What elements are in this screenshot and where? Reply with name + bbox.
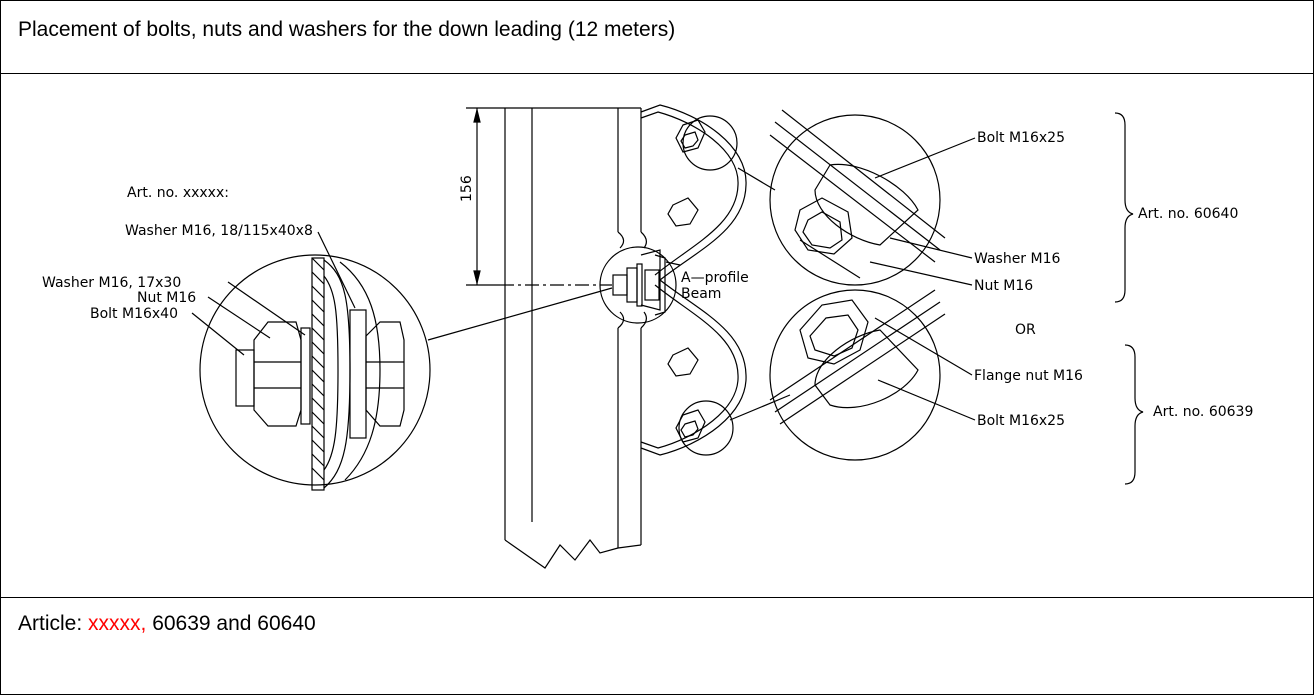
article-line: Article: xxxxx, 60639 and 60640 <box>18 612 316 636</box>
label-right-top-washer: Washer M16 <box>974 251 1060 267</box>
right-top-detail <box>737 109 946 286</box>
article-suffix: 60639 and 60640 <box>146 612 316 635</box>
label-flange-nut: Flange nut M16 <box>974 368 1083 384</box>
article-highlight: xxxxx, <box>88 612 147 635</box>
label-art-60639: Art. no. 60639 <box>1153 404 1253 420</box>
left-label-leaders <box>191 231 356 356</box>
label-right-top-nut: Nut M16 <box>974 278 1033 294</box>
right-label-leaders <box>869 137 976 421</box>
label-left-art-no: Art. no. xxxxx: <box>127 185 229 201</box>
label-left-bolt: Bolt M16x40 <box>90 306 178 322</box>
label-right-top-bolt: Bolt M16x25 <box>977 130 1065 146</box>
label-left-nut: Nut M16 <box>137 290 196 306</box>
label-a-profile: A—profile <box>681 270 749 286</box>
dimension-line <box>466 107 612 286</box>
label-right-bottom-bolt: Bolt M16x25 <box>977 413 1065 429</box>
article-prefix: Article: <box>18 612 89 635</box>
left-detail-leader <box>427 287 613 341</box>
label-art-60640: Art. no. 60640 <box>1138 206 1238 222</box>
page-title: Placement of bolts, nuts and washers for… <box>18 18 676 41</box>
right-bottom-detail <box>729 289 946 461</box>
label-washer-large: Washer M16, 18/115x40x8 <box>125 223 313 239</box>
label-dimension: 156 <box>459 175 475 202</box>
s-profile <box>640 104 747 456</box>
center-detail-circle <box>599 246 677 324</box>
label-or: OR <box>1015 322 1036 338</box>
label-washer-small: Washer M16, 17x30 <box>42 275 181 291</box>
brace-60640 <box>1114 112 1134 303</box>
brace-60639 <box>1124 344 1144 485</box>
pole <box>504 107 647 569</box>
label-beam: Beam <box>681 286 721 302</box>
left-detail-circle <box>199 254 431 491</box>
header-divider <box>0 73 1314 74</box>
footer-divider <box>0 597 1314 598</box>
bracket-bolts <box>667 115 738 456</box>
